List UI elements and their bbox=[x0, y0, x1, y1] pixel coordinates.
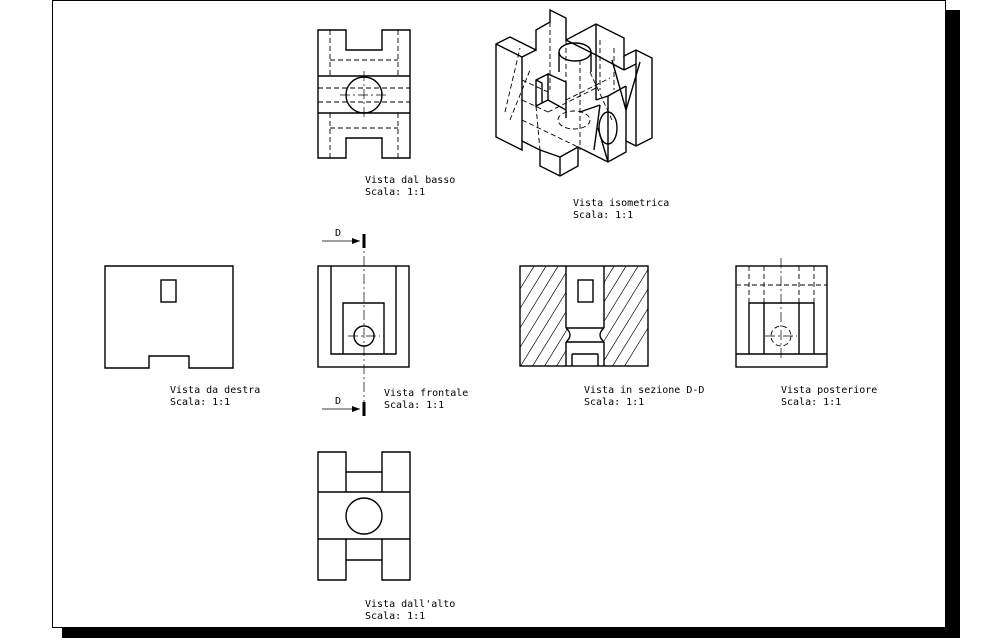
top-view-scale: Scala: 1:1 bbox=[365, 611, 425, 622]
top-view bbox=[317, 451, 411, 581]
front-view-scale: Scala: 1:1 bbox=[384, 400, 444, 411]
section-view-scale: Scala: 1:1 bbox=[584, 397, 644, 408]
right-view-title: Vista da destra bbox=[170, 385, 260, 396]
section-marker-top: D bbox=[335, 228, 341, 239]
right-view bbox=[104, 265, 234, 369]
rear-view-scale: Scala: 1:1 bbox=[781, 397, 841, 408]
section-view-title: Vista in sezione D-D bbox=[584, 385, 704, 396]
top-view-title: Vista dall'alto bbox=[365, 599, 455, 610]
isometric-view-scale: Scala: 1:1 bbox=[573, 210, 633, 221]
bottom-view bbox=[317, 29, 411, 159]
isometric-view bbox=[495, 8, 653, 177]
bottom-view-title: Vista dal basso bbox=[365, 175, 455, 186]
rear-view-title: Vista posteriore bbox=[781, 385, 877, 396]
section-line-dd bbox=[322, 234, 366, 416]
isometric-view-title: Vista isometrica bbox=[573, 198, 669, 209]
bottom-view-scale: Scala: 1:1 bbox=[365, 187, 425, 198]
right-view-scale: Scala: 1:1 bbox=[170, 397, 230, 408]
section-marker-bottom: D bbox=[335, 396, 341, 407]
drawing-sheet bbox=[52, 0, 946, 628]
rear-view bbox=[735, 258, 828, 368]
front-view-title: Vista frontale bbox=[384, 388, 468, 399]
section-view bbox=[519, 265, 649, 367]
front-view bbox=[317, 265, 410, 368]
